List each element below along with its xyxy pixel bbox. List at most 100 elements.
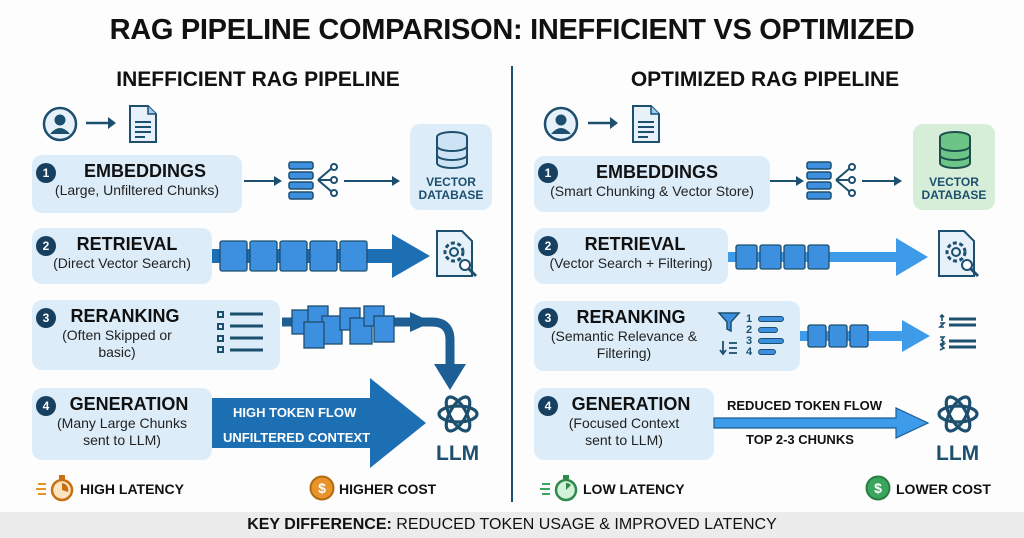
filter-icon: [717, 312, 741, 333]
step-number: 3: [36, 308, 56, 328]
rank-number: 2: [746, 323, 753, 336]
chunk-block: [219, 240, 248, 272]
right-step-generation: GENERATION (Focused Context sent to LLM): [534, 388, 714, 460]
rank-number: 4: [746, 345, 753, 358]
search-gear-icon: [436, 230, 478, 278]
chunk-block: [249, 240, 278, 272]
rank-row: 4: [746, 345, 792, 358]
retrieval-chunk-arrow: [728, 238, 928, 276]
search-gear-icon: [938, 230, 980, 278]
rerank-chunk-arrow: [800, 320, 930, 352]
sort-icon: [719, 341, 737, 356]
flow-label: REDUCED TOKEN FLOW: [727, 398, 883, 413]
step-desc: (Semantic Relevance & Filtering): [550, 328, 698, 361]
reduced-token-flow-arrow: [713, 407, 930, 439]
chunk-block: [807, 244, 830, 270]
left-heading: INEFFICIENT RAG PIPELINE: [116, 68, 400, 91]
arrow-head: [896, 238, 928, 276]
flow-label: TOP 2-3 CHUNKS: [746, 432, 854, 447]
flow-arrow: [244, 176, 282, 186]
step-desc: (Direct Vector Search): [53, 255, 191, 271]
step-title: RETRIEVAL: [76, 234, 178, 254]
llm-icon: [437, 395, 479, 433]
right-step-retrieval: RETRIEVAL (Vector Search + Filtering): [534, 228, 728, 284]
flow-arrow: [344, 176, 400, 186]
step-number: 3: [538, 308, 558, 328]
chunk-block: [759, 244, 782, 270]
left-step-reranking: RERANKING (Often Skipped or basic): [32, 300, 280, 370]
llm-icon: [937, 395, 979, 433]
step-desc: (Focused Context sent to LLM): [568, 415, 680, 448]
database-icon: [939, 131, 971, 169]
step-desc: (Vector Search + Filtering): [549, 255, 713, 271]
document-icon: [632, 105, 660, 143]
step-title: GENERATION: [571, 394, 691, 414]
step-title: RETRIEVAL: [584, 234, 686, 254]
step-desc: (Smart Chunking & Vector Store): [550, 183, 754, 199]
messy-chunks-arrow: [282, 305, 466, 390]
left-step-retrieval: RETRIEVAL (Direct Vector Search): [32, 228, 212, 284]
right-heading: OPTIMIZED RAG PIPELINE: [630, 68, 900, 91]
rank-bar: [758, 326, 778, 333]
step-title: EMBEDDINGS: [595, 162, 718, 182]
chunk-block: [735, 244, 758, 270]
arrow-head: [392, 234, 430, 278]
arrow-icon: [86, 117, 116, 129]
db-label: DATABASE: [418, 188, 484, 202]
rank-number: 1: [746, 312, 753, 325]
step-number: 4: [36, 396, 56, 416]
high-token-flow-arrow: [212, 378, 426, 468]
step-desc: (Often Skipped or basic): [62, 327, 172, 360]
list-icon: [217, 311, 263, 353]
metric-high-latency: HIGH LATENCY: [80, 481, 184, 497]
page-title: RAG PIPELINE COMPARISON: INEFFICIENT VS …: [109, 14, 915, 46]
step-number: 1: [36, 163, 56, 183]
rank-bar: [758, 315, 784, 322]
arrow-head: [902, 320, 930, 352]
step-title: RERANKING: [70, 306, 180, 326]
chunk-block: [783, 244, 806, 270]
metric-low-latency: LOW LATENCY: [583, 481, 685, 497]
flow-arrow: [862, 176, 902, 186]
step-number: 2: [538, 236, 558, 256]
db-label: VECTOR: [426, 175, 476, 189]
rank-row: 2: [746, 323, 792, 336]
chunk-block: [807, 324, 827, 348]
right-step-embeddings: EMBEDDINGS (Smart Chunking & Vector Stor…: [534, 156, 770, 212]
metric-lower-cost: LOWER COST: [896, 481, 991, 497]
dollar-icon: $: [865, 475, 891, 501]
key-label: KEY DIFFERENCE:: [247, 516, 392, 533]
ranked-output-icon: [938, 313, 976, 351]
step-number: 1: [538, 163, 558, 183]
db-label: VECTOR: [929, 175, 979, 189]
divider: [511, 66, 513, 502]
embedding-fanout-icon: [288, 161, 338, 200]
step-title: EMBEDDINGS: [83, 161, 206, 181]
rank-number: 3: [746, 334, 753, 347]
key-difference-banner: KEY DIFFERENCE: REDUCED TOKEN USAGE & IM…: [0, 512, 1024, 538]
dollar-icon: $: [309, 475, 335, 501]
step-title: GENERATION: [69, 394, 189, 414]
left-step-generation: GENERATION (Many Large Chunks sent to LL…: [32, 388, 212, 460]
vector-database: VECTOR DATABASE: [913, 124, 995, 210]
step-number: 2: [36, 236, 56, 256]
chunk-block: [339, 240, 368, 272]
flow-label: UNFILTERED CONTEXT: [223, 430, 371, 445]
stopwatch-icon: [36, 475, 74, 502]
chunk-block: [849, 324, 869, 348]
flow-label: HIGH TOKEN FLOW: [233, 405, 357, 420]
vector-database: VECTOR DATABASE: [410, 124, 492, 210]
svg-text:$: $: [874, 480, 882, 496]
svg-text:$: $: [318, 480, 326, 496]
user-icon: [543, 106, 579, 142]
key-text: REDUCED TOKEN USAGE & IMPROVED LATENCY: [391, 516, 777, 533]
llm-label: LLM: [936, 442, 980, 465]
chunk-block: [279, 240, 308, 272]
rank-row: 3: [746, 334, 792, 347]
stopwatch-icon: [540, 475, 578, 502]
db-label: DATABASE: [921, 188, 987, 202]
metric-higher-cost: HIGHER COST: [339, 481, 437, 497]
chunk-block: [828, 324, 848, 348]
retrieval-chunk-arrow: [212, 234, 430, 278]
